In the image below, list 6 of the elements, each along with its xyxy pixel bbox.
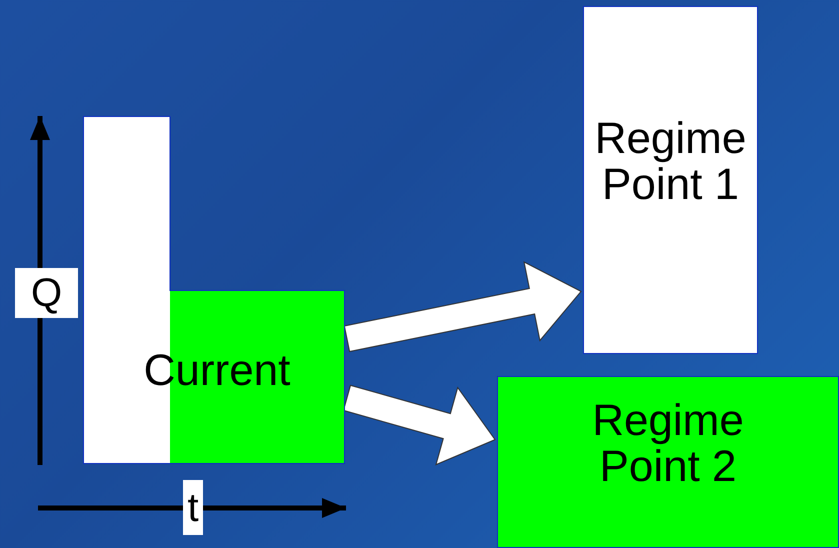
node-label: Regime Point 1 xyxy=(594,116,748,208)
axis-label: Q xyxy=(15,268,78,318)
block-arrow xyxy=(342,384,496,466)
block-arrow xyxy=(344,261,582,352)
node-label: Regime Point 2 xyxy=(591,398,745,490)
axis-label: t xyxy=(183,480,203,535)
